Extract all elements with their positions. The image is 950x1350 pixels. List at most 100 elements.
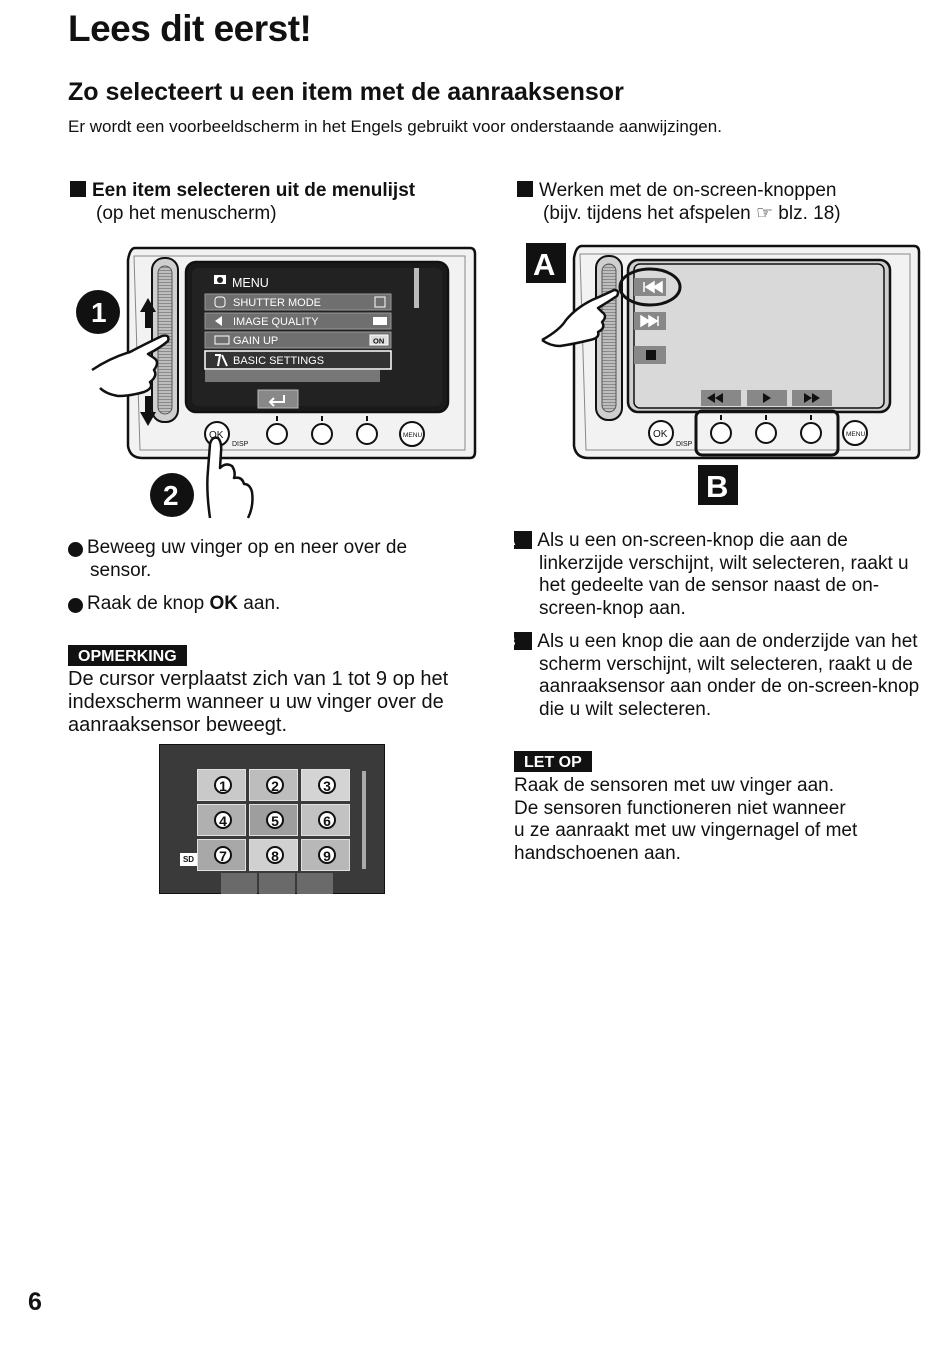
- thumbnail-number: 2: [266, 776, 284, 794]
- return-button[interactable]: [257, 389, 299, 409]
- menu-item-selected[interactable]: [204, 350, 392, 370]
- sd-card-icon: SD: [180, 853, 197, 866]
- menu-screen-illustration: MENU SHUTTER MODE IMAGE QUALITY GAIN UP …: [76, 246, 477, 519]
- caution-label: LET OP: [514, 751, 592, 772]
- caution-text: Raak de sensoren met uw vinger aan. De s…: [514, 775, 858, 864]
- sensor-button-1[interactable]: [266, 423, 288, 445]
- left-heading-sub: (op het menuscherm): [96, 203, 277, 224]
- ok-button[interactable]: [648, 420, 674, 446]
- hand-point-icon: [541, 288, 620, 348]
- gain-up-value: ON: [373, 337, 384, 346]
- menu-button-label: MENU: [403, 432, 422, 439]
- item-b-label: B: [505, 632, 532, 650]
- gain-up-icon: [214, 335, 230, 345]
- stop-icon: [646, 350, 656, 360]
- thumbnail-number: 4: [214, 811, 232, 829]
- play-icon: [763, 393, 771, 403]
- thumbnail-grid: 1 2 3 4 5 6 7 8 9: [197, 769, 353, 871]
- index-thumbnail[interactable]: 5: [249, 804, 298, 836]
- onscreen-buttons-illustration: OK DISP MENU A B: [526, 243, 921, 505]
- return-icon: [268, 395, 285, 407]
- item-b-text: B Als u een knop die aan de onderzijde v…: [505, 631, 920, 720]
- svg-text:2: 2: [163, 480, 179, 511]
- step-2-number: 2: [61, 598, 83, 613]
- index-thumbnail[interactable]: 1: [197, 769, 246, 801]
- left-heading-title: Een item selecteren uit de menulijst: [92, 180, 416, 201]
- index-tab-2[interactable]: [259, 873, 295, 894]
- sensor-button-2[interactable]: [311, 423, 333, 445]
- square-bullet-icon: [70, 181, 86, 197]
- page-title: Lees dit eerst!: [68, 8, 312, 49]
- arrow-down-icon: [140, 396, 156, 426]
- ok-label: OK: [209, 430, 224, 441]
- thumbnail-number: 7: [214, 846, 232, 864]
- index-screen: 1 2 3 4 5 6 7 8 9 SD: [159, 744, 385, 894]
- index-thumbnail[interactable]: 9: [301, 839, 350, 871]
- left-section-heading: Een item selecteren uit de menulijst (op…: [70, 179, 470, 225]
- arrow-up-icon: [140, 298, 156, 328]
- menu-title: MENU: [232, 276, 269, 290]
- thumbnail-number: 5: [266, 811, 284, 829]
- rewind-icon: [707, 393, 723, 403]
- menu-item-image-quality[interactable]: IMAGE QUALITY: [233, 316, 319, 328]
- hand-swipe-icon: [91, 334, 170, 398]
- right-heading-sub: (bijv. tijdens het afspelen ☞ blz. 18): [543, 203, 841, 224]
- thumbnail-number: 9: [318, 846, 336, 864]
- index-tab-3[interactable]: [297, 873, 333, 894]
- skip-back-icon: [643, 280, 663, 294]
- section-subtitle: Zo selecteert u een item met de aanraaks…: [68, 78, 624, 106]
- item-a-label: A: [505, 531, 532, 549]
- highlight-box: [694, 409, 840, 457]
- index-thumbnail[interactable]: 8: [249, 839, 298, 871]
- menu-item-gain-up[interactable]: GAIN UP: [233, 335, 278, 347]
- scrollbar[interactable]: [362, 771, 366, 869]
- svg-text:A: A: [533, 247, 555, 282]
- disp-label: DISP: [676, 441, 693, 448]
- index-thumbnail[interactable]: 4: [197, 804, 246, 836]
- step-1-badge: [76, 290, 120, 334]
- note-label: OPMERKING: [68, 645, 187, 666]
- menu-button[interactable]: [399, 421, 425, 447]
- step-2-badge: [150, 473, 194, 517]
- fast-forward-icon: [804, 393, 820, 403]
- menu-item-shutter-mode[interactable]: SHUTTER MODE: [233, 297, 321, 309]
- skip-forward-icon: [640, 314, 659, 328]
- shutter-mode-icon: [214, 296, 226, 308]
- sensor-button-3[interactable]: [356, 423, 378, 445]
- basic-settings-icon: [215, 354, 228, 367]
- step-1-number: 1: [61, 542, 83, 557]
- sensor-button-3[interactable]: [800, 422, 822, 444]
- highlight-ring: [618, 267, 682, 307]
- index-thumbnail[interactable]: 7: [197, 839, 246, 871]
- right-section-heading: Werken met de on-screen-knoppen (bijv. t…: [517, 179, 937, 225]
- svg-text:1: 1: [91, 297, 107, 328]
- label-b-badge: [698, 465, 738, 505]
- index-tab-1[interactable]: [221, 873, 257, 894]
- index-thumbnail[interactable]: 2: [249, 769, 298, 801]
- menu-button[interactable]: [842, 420, 868, 446]
- intro-text: Er wordt een voorbeeldscherm in het Enge…: [68, 117, 722, 136]
- menu-button-label: MENU: [846, 431, 865, 438]
- thumbnail-number: 1: [214, 776, 232, 794]
- item-a-text: A Als u een on-screen-knop die aan de li…: [505, 530, 909, 619]
- menu-item-basic-settings[interactable]: BASIC SETTINGS: [233, 355, 324, 367]
- thumbnail-number: 8: [266, 846, 284, 864]
- label-a-badge: [526, 243, 566, 283]
- image-quality-icon: [215, 316, 222, 326]
- ok-label: OK: [653, 429, 668, 440]
- svg-text:B: B: [706, 469, 728, 504]
- sensor-button-1[interactable]: [710, 422, 732, 444]
- index-thumbnail[interactable]: 6: [301, 804, 350, 836]
- square-bullet-icon: [517, 181, 533, 197]
- page-number: 6: [28, 1288, 42, 1316]
- disp-label: DISP: [232, 441, 249, 448]
- thumbnail-number: 3: [318, 776, 336, 794]
- hand-press-icon: [206, 436, 254, 519]
- sensor-button-2[interactable]: [755, 422, 777, 444]
- right-heading-title: Werken met de on-screen-knoppen: [539, 180, 837, 201]
- note-text: De cursor verplaatst zich van 1 tot 9 op…: [68, 668, 449, 736]
- index-thumbnail[interactable]: 3: [301, 769, 350, 801]
- thumbnail-number: 6: [318, 811, 336, 829]
